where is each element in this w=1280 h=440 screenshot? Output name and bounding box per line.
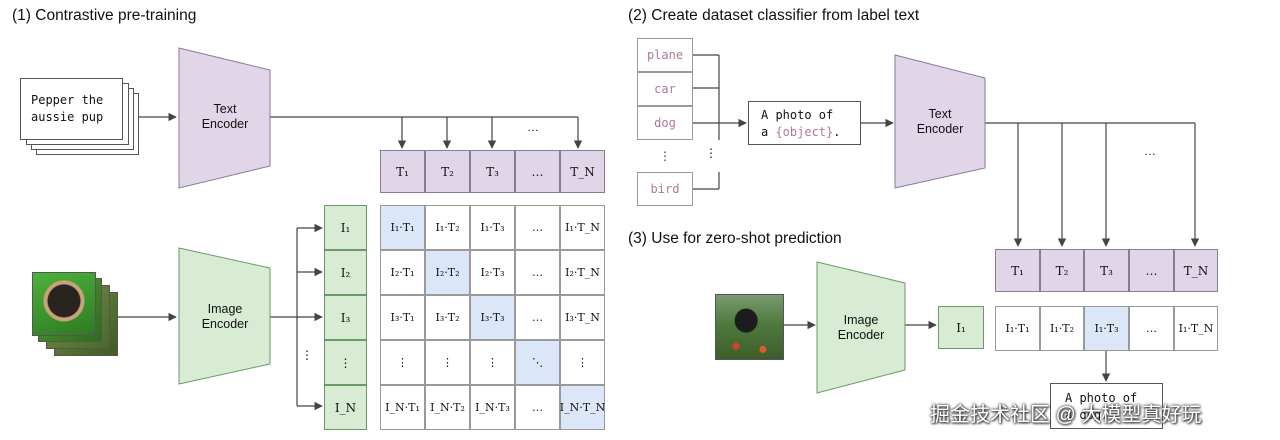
image-token: ⋮ <box>324 340 367 385</box>
matrix-cell: I₂·T_N <box>560 250 605 295</box>
matrix-cell: I₃·T₁ <box>380 295 425 340</box>
image-token: I₁ <box>324 205 367 250</box>
template-line2: a {object}. <box>761 125 841 139</box>
zs-text-token: … <box>1129 249 1174 292</box>
class-label: bird <box>637 172 693 206</box>
matrix-cell: I_N·T₂ <box>425 385 470 430</box>
matrix-cell: I₃·T₃ <box>470 295 515 340</box>
image-token: I₃ <box>324 295 367 340</box>
zs-similarity-cell: … <box>1129 306 1174 351</box>
matrix-cell: … <box>515 205 560 250</box>
matrix-cell: I₃·T₂ <box>425 295 470 340</box>
class-label: plane <box>637 38 693 72</box>
class-label: ⋮ <box>637 140 693 172</box>
class-label: dog <box>637 106 693 140</box>
matrix-cell: … <box>515 295 560 340</box>
matrix-cell: ⋮ <box>470 340 515 385</box>
matrix-cell: I₂·T₂ <box>425 250 470 295</box>
matrix-cell: I_N·T₁ <box>380 385 425 430</box>
text-encoder-1-shape <box>178 47 271 189</box>
text-token: T₂ <box>425 150 470 193</box>
image-encoder-2-shape <box>816 261 906 394</box>
output-line2: a dog. <box>1065 408 1109 422</box>
matrix-cell: I₂·T₃ <box>470 250 515 295</box>
matrix-cell: I_N·T_N <box>560 385 605 430</box>
matrix-cell: I₁·T₂ <box>425 205 470 250</box>
matrix-cell: ⋮ <box>560 340 605 385</box>
matrix-cell: I₁·T_N <box>560 205 605 250</box>
image-token: I₂ <box>324 250 367 295</box>
matrix-cell: I₁·T₁ <box>380 205 425 250</box>
prediction-output-box: A photo of a dog. <box>1050 383 1163 429</box>
matrix-cell: ⋮ <box>425 340 470 385</box>
watermark: 掘金技术社区 @ 大模型真好玩 <box>930 404 1202 426</box>
dog-field-photo-icon <box>715 294 784 360</box>
text-token: T_N <box>560 150 605 193</box>
matrix-cell: ⋮ <box>380 340 425 385</box>
text-token: … <box>515 150 560 193</box>
zs-text-token: T₁ <box>995 249 1040 292</box>
zs-text-token: T_N <box>1174 249 1218 292</box>
zs-similarity-cell: I₁·T₁ <box>995 306 1040 351</box>
text-example-line1: Pepper the <box>31 93 104 107</box>
zs-similarity-cell: I₁·T₂ <box>1040 306 1084 351</box>
image-vdots: ⋮ <box>301 348 313 362</box>
token-ellipsis: … <box>527 120 539 134</box>
matrix-cell: I_N·T₃ <box>470 385 515 430</box>
section3-title: (3) Use for zero-shot prediction <box>628 230 842 247</box>
section2-title: (2) Create dataset classifier from label… <box>628 7 920 24</box>
image-token: I_N <box>324 385 367 430</box>
matrix-cell: I₃·T_N <box>560 295 605 340</box>
matrix-cell: … <box>515 250 560 295</box>
text-encoder-2-shape <box>894 54 986 189</box>
prompt-template-box: A photo of a {object}. <box>748 101 861 145</box>
matrix-cell: I₁·T₃ <box>470 205 515 250</box>
matrix-cell: ⋱ <box>515 340 560 385</box>
template-line1: A photo of <box>761 108 834 122</box>
zs-text-token: T₃ <box>1084 249 1129 292</box>
text-token: T₃ <box>470 150 515 193</box>
class-bracket-vdots: ⋮ <box>705 146 717 160</box>
output-line1: A photo of <box>1065 391 1138 405</box>
token-ellipsis-2: … <box>1144 144 1156 158</box>
zs-text-token: T₂ <box>1040 249 1084 292</box>
class-label: car <box>637 72 693 106</box>
image-encoder-1-shape <box>178 247 271 385</box>
object-placeholder: {object} <box>775 125 834 139</box>
zs-similarity-cell: I₁·T_N <box>1174 306 1218 351</box>
zs-image-token: I₁ <box>938 306 984 349</box>
matrix-cell: … <box>515 385 560 430</box>
dog-photo-icon <box>32 272 96 336</box>
zs-similarity-cell: I₁·T₃ <box>1084 306 1129 351</box>
text-example-line2: aussie pup <box>31 110 104 124</box>
text-token: T₁ <box>380 150 425 193</box>
matrix-cell: I₂·T₁ <box>380 250 425 295</box>
section1-title: (1) Contrastive pre-training <box>12 7 197 24</box>
